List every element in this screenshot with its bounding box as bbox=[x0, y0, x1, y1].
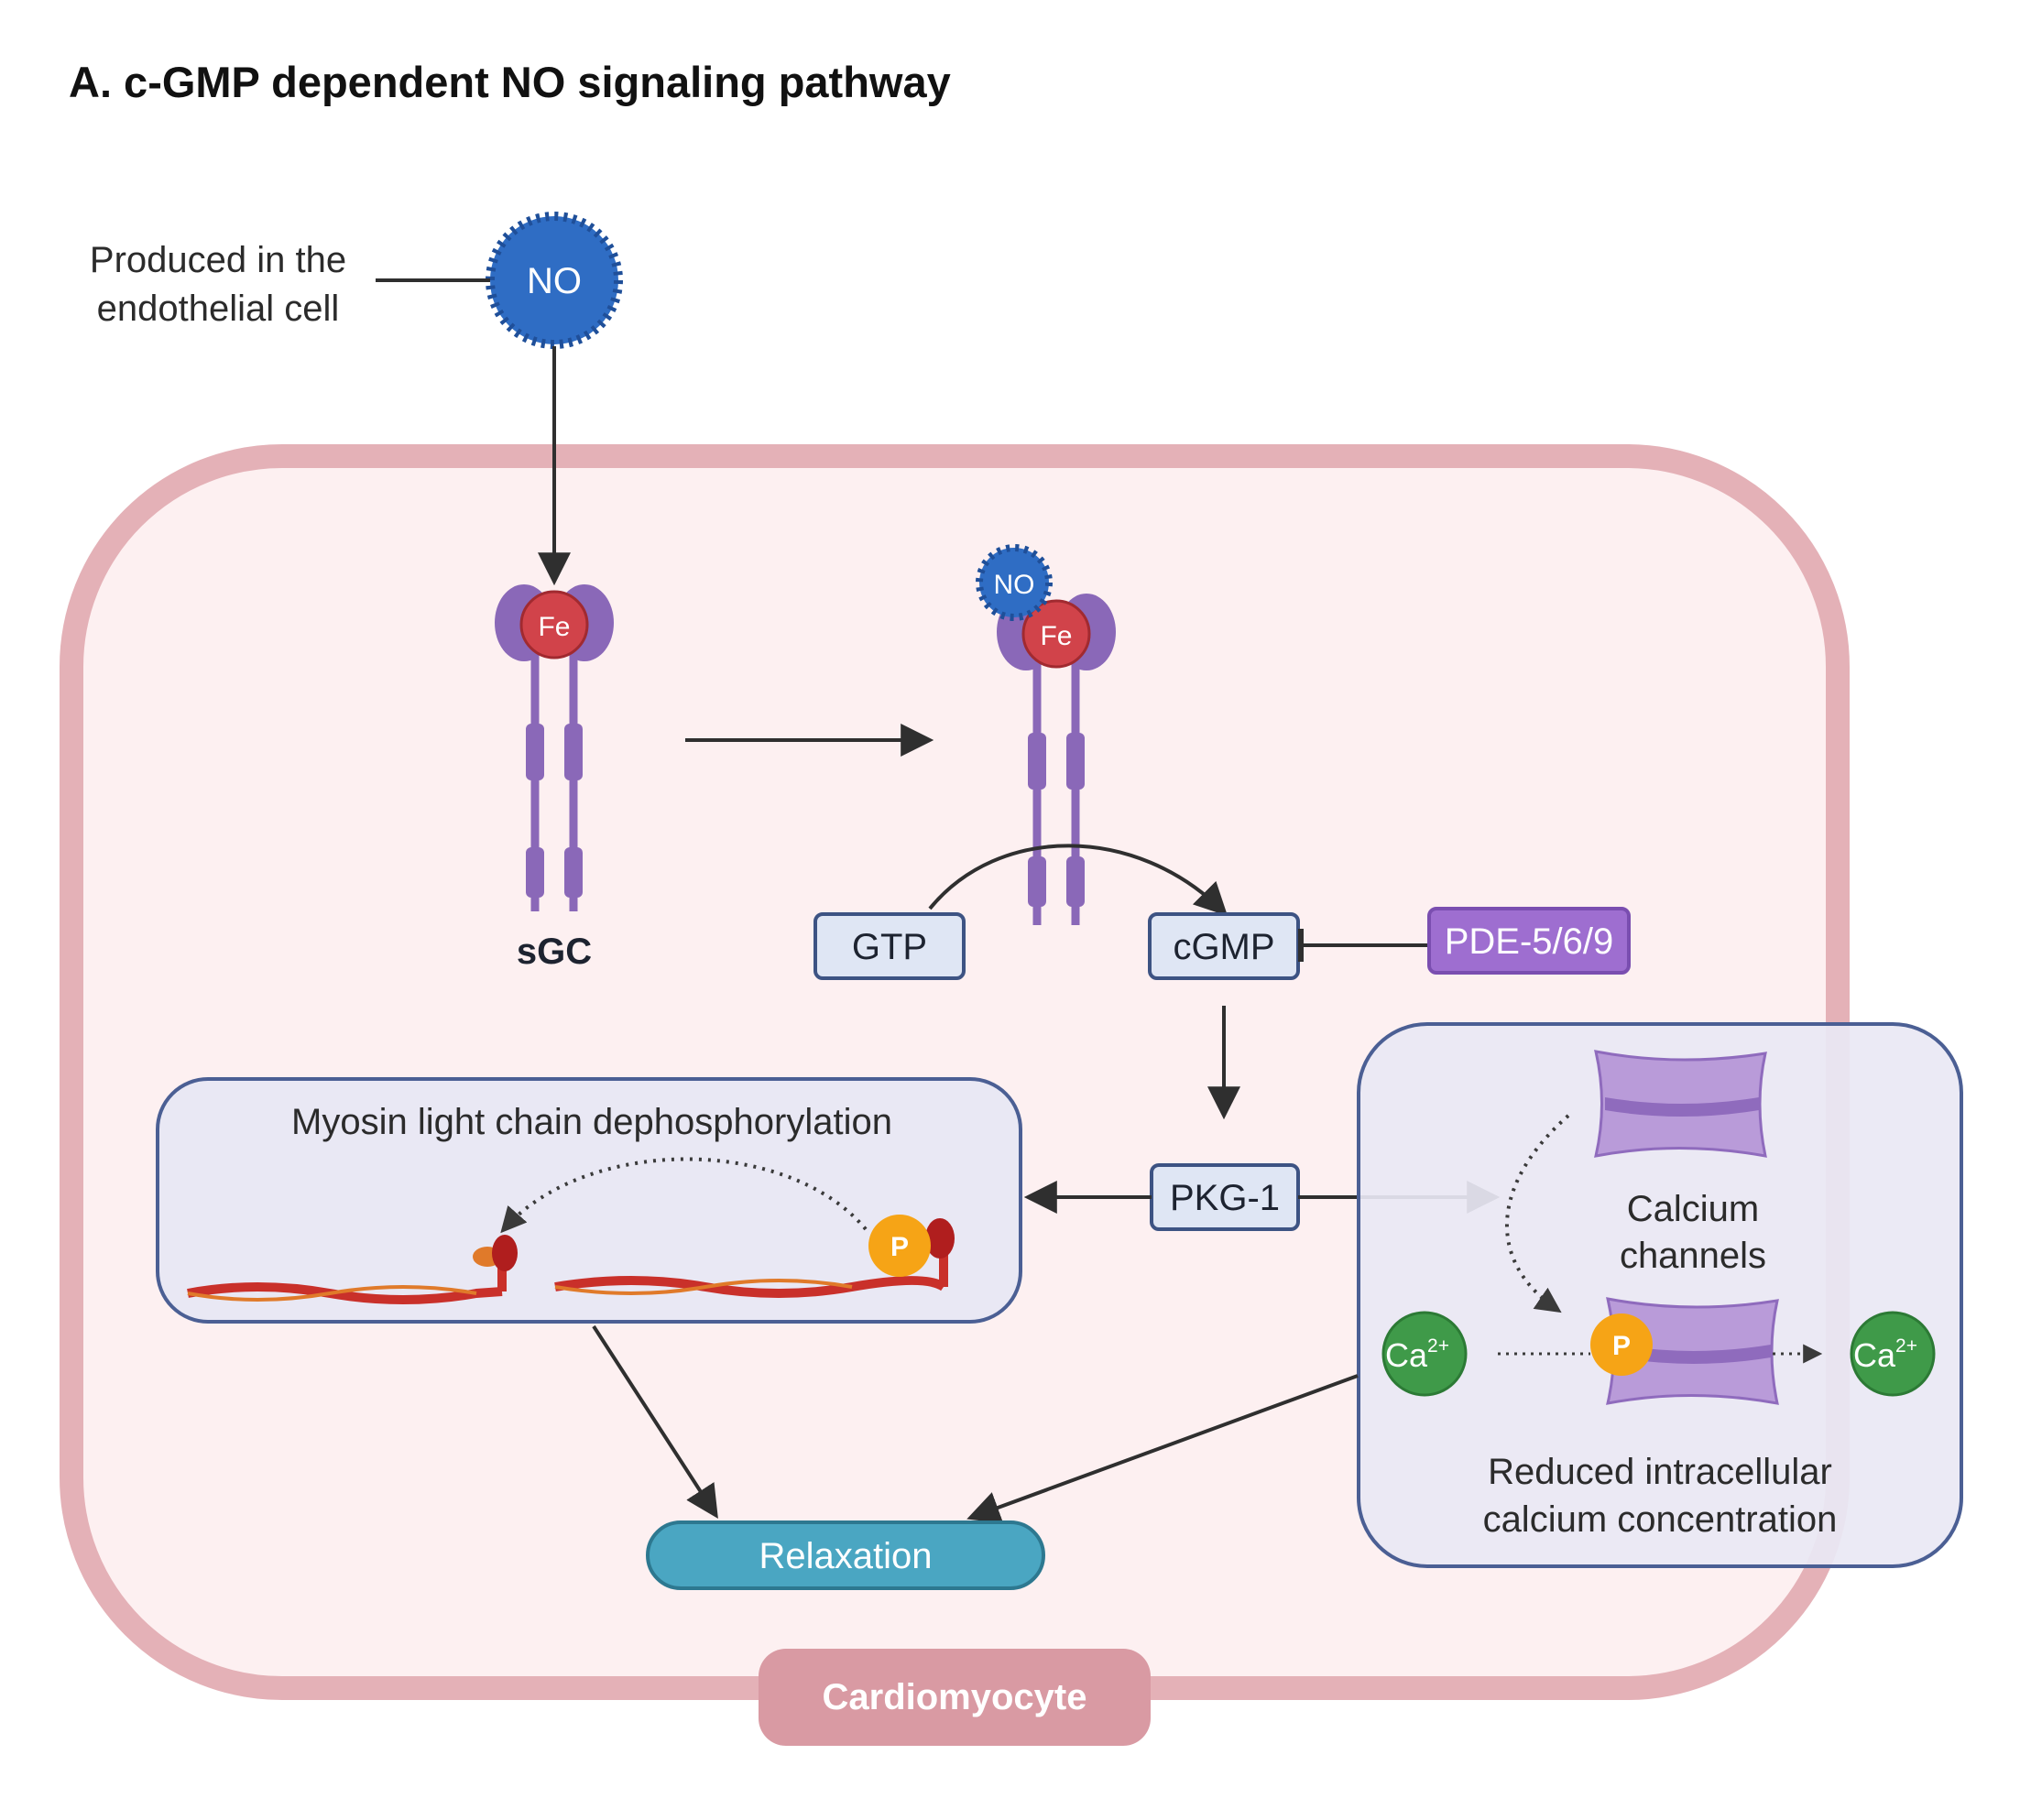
pde-box bbox=[1427, 907, 1631, 975]
sgc-active: Fe NO bbox=[976, 544, 1116, 925]
sgc-inactive: Fe bbox=[495, 584, 614, 911]
calcium-ion-right: Ca2+ bbox=[1850, 1311, 1936, 1397]
calcium-to-relaxation-arrow bbox=[966, 1374, 1359, 1523]
pkg-label: PKG-1 bbox=[1170, 1178, 1280, 1218]
channel-phosphorylation-arrow bbox=[1505, 1114, 1570, 1313]
cell-label: Cardiomyocyte bbox=[823, 1677, 1087, 1717]
myosin-phosphate-label: P bbox=[890, 1232, 909, 1262]
myosin-phosphorylated bbox=[554, 1218, 955, 1298]
calcium-ion-left-label: Ca bbox=[1385, 1336, 1428, 1374]
svg-text:Ca2+: Ca2+ bbox=[1853, 1335, 1917, 1374]
calcium-channels-label-line2: channels bbox=[1620, 1236, 1766, 1276]
no-molecule-label: NO bbox=[527, 261, 582, 301]
myosin-phosphate bbox=[868, 1215, 931, 1277]
myosin-dephosphorylated bbox=[187, 1235, 518, 1304]
relaxation-label: Relaxation bbox=[759, 1536, 932, 1576]
sgc-label: sGC bbox=[517, 932, 592, 972]
sgc-fe-label: Fe bbox=[538, 612, 570, 642]
calcium-channels-label-line1: Calcium bbox=[1627, 1189, 1759, 1229]
myosin-to-relaxation-arrow bbox=[592, 1324, 718, 1520]
relaxation-box bbox=[646, 1520, 1045, 1590]
myosin-panel bbox=[156, 1077, 1022, 1324]
calcium-ion-right-charge: 2+ bbox=[1895, 1335, 1917, 1357]
cgmp-label: cGMP bbox=[1173, 927, 1274, 967]
myosin-panel-title: Myosin light chain dephosphorylation bbox=[291, 1102, 892, 1142]
gtp-label: GTP bbox=[852, 927, 927, 967]
calcium-channel-closed bbox=[1594, 1050, 1767, 1158]
calcium-outcome-line2: calcium concentration bbox=[1483, 1499, 1838, 1540]
gtp-box bbox=[813, 912, 966, 980]
sgc-active-fe-label: Fe bbox=[1040, 621, 1072, 651]
calcium-panel bbox=[1357, 1022, 1963, 1568]
calcium-outcome-line1: Reduced intracellular bbox=[1488, 1452, 1832, 1492]
no-molecule-source: NO bbox=[486, 212, 623, 349]
figure-title: A. c-GMP dependent NO signaling pathway bbox=[69, 58, 951, 106]
channel-phosphate-label: P bbox=[1612, 1331, 1631, 1361]
calcium-channel-phosphorylated bbox=[1606, 1297, 1779, 1405]
gtp-to-cgmp-arrow bbox=[928, 844, 1228, 917]
calcium-ion-right-label: Ca bbox=[1853, 1336, 1896, 1374]
pde-label: PDE-5/6/9 bbox=[1445, 921, 1614, 962]
no-source-label-line2: endothelial cell bbox=[97, 289, 340, 329]
svg-text:Ca2+: Ca2+ bbox=[1385, 1335, 1449, 1374]
channel-phosphate bbox=[1590, 1313, 1653, 1376]
sgc-active-no-label: NO bbox=[994, 570, 1035, 600]
calcium-ion-left-charge: 2+ bbox=[1427, 1335, 1449, 1357]
cell-label-badge bbox=[759, 1649, 1151, 1746]
no-source-label-line1: Produced in the bbox=[90, 240, 346, 280]
calcium-ion-left: Ca2+ bbox=[1381, 1311, 1468, 1397]
